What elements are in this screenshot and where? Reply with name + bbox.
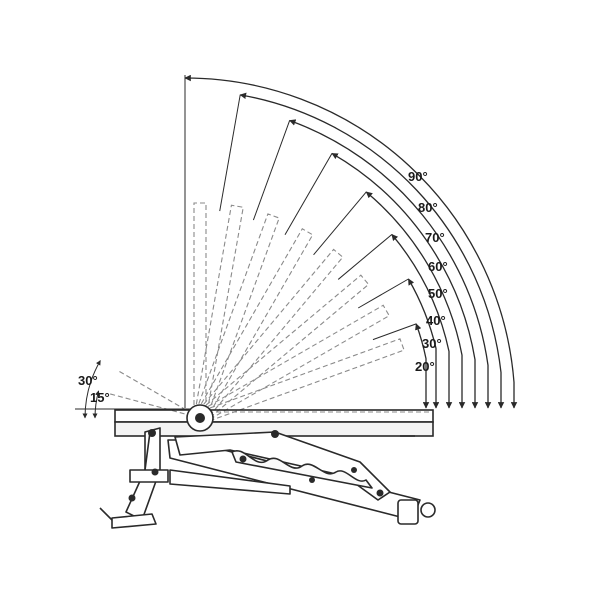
incline-angle-labels: 90° 80° 70° 60° 50° 40° 30° 20° xyxy=(408,169,448,374)
label-20: 20° xyxy=(415,359,435,374)
label-90: 90° xyxy=(408,169,428,184)
extension-line-70 xyxy=(252,120,291,221)
label-30: 30° xyxy=(422,336,442,351)
label-50: 50° xyxy=(428,286,448,301)
ghost-decline-30 xyxy=(117,370,201,419)
pivot-hinge xyxy=(186,404,214,432)
label-60: 60° xyxy=(428,259,448,274)
dimension-arcs xyxy=(184,74,518,409)
extension-line-20 xyxy=(372,323,417,341)
extension-line-40 xyxy=(337,234,393,280)
extension-line-50 xyxy=(313,191,367,256)
label-70: 70° xyxy=(425,230,445,245)
extension-line-30 xyxy=(357,278,409,309)
ghost-backrest-50 xyxy=(194,248,344,423)
label-40: 40° xyxy=(426,313,446,328)
ghost-backrest-60 xyxy=(194,228,314,422)
label-decline-15: 15° xyxy=(90,390,110,405)
decline-dimension-30 xyxy=(82,360,101,419)
extension-line-80 xyxy=(219,94,241,212)
ghost-backrest-80 xyxy=(193,204,244,420)
dimension-arc-30 xyxy=(407,278,440,409)
label-decline-30: 30° xyxy=(78,373,98,388)
ghost-backrest-20 xyxy=(197,338,405,425)
label-80: 80° xyxy=(418,200,438,215)
decline-dimension-lines xyxy=(75,360,200,419)
extension-line-60 xyxy=(284,153,333,236)
backrest-ghost-positions xyxy=(108,202,430,425)
decline-angle-labels: 30° 15° xyxy=(78,373,110,405)
dimension-arc-20 xyxy=(415,323,430,409)
ghost-decline-15 xyxy=(108,392,201,419)
bench-frame xyxy=(99,427,436,529)
frame-bolts xyxy=(128,429,384,502)
